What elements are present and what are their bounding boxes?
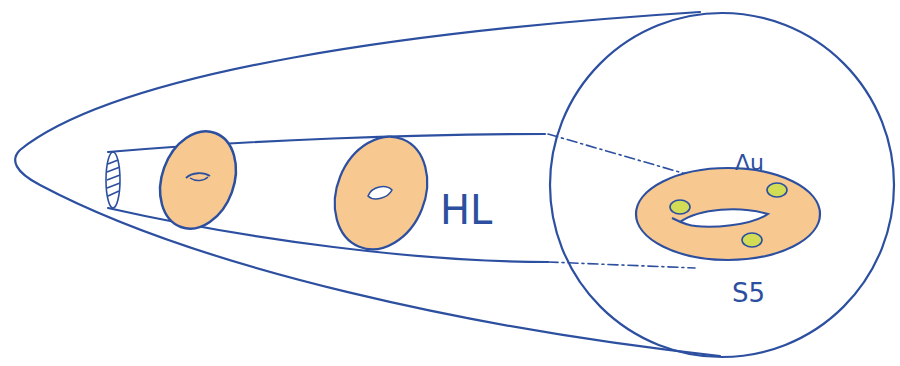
torus-slice (147, 121, 249, 240)
sphere-label: S5 (732, 280, 765, 306)
torus-slice (318, 123, 443, 264)
torus-slice (636, 168, 820, 260)
tube-tip (106, 152, 120, 208)
tube-bottom-dashed (548, 262, 695, 268)
end-circle (550, 13, 894, 357)
tube-top-dashed (548, 134, 700, 178)
boundary-label: Λu (735, 152, 764, 174)
horn-outline (15, 12, 720, 356)
region-label: HL (440, 190, 492, 230)
